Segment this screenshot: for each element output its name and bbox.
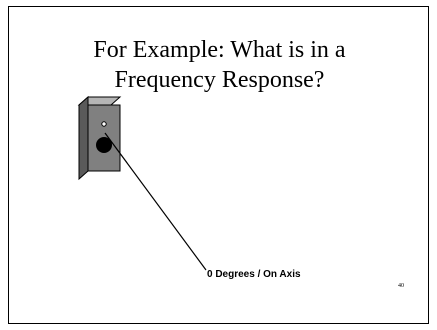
slide: For Example: What is in a Frequency Resp…	[8, 6, 429, 324]
on-axis-pointer-line	[104, 132, 207, 271]
loudspeaker-cabinet-icon	[77, 95, 122, 181]
on-axis-caption: 0 Degrees / On Axis	[207, 269, 301, 280]
speaker-side-face	[78, 95, 89, 181]
page-number: 40	[398, 283, 404, 289]
slide-title-line-2: Frequency Response?	[114, 67, 325, 93]
speaker-diagram	[77, 95, 207, 271]
tweeter-icon	[101, 121, 107, 127]
slide-title-line-1: For Example: What is in a	[93, 37, 346, 63]
slide-title: For Example: What is in a Frequency Resp…	[9, 35, 430, 95]
woofer-icon	[96, 137, 112, 153]
